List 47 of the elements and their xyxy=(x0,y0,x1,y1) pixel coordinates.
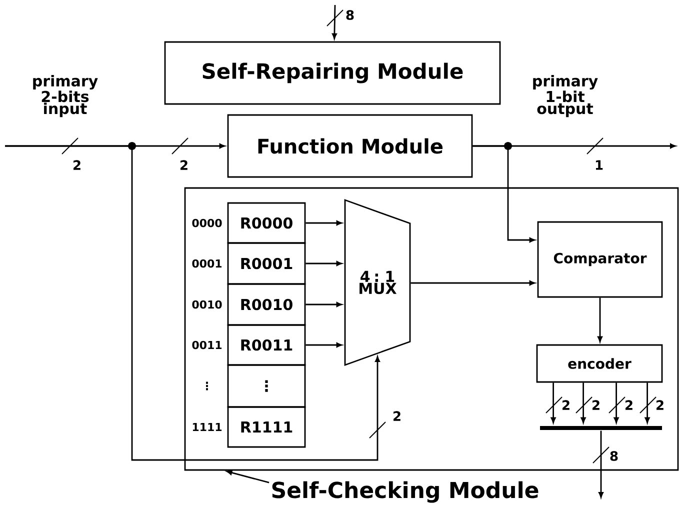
encoder-box: encoder xyxy=(536,344,663,383)
register-cell: R0010 xyxy=(227,283,306,326)
multiplexer: 4 : 1 MUX xyxy=(344,199,411,366)
register-cell: R1111 xyxy=(227,406,306,448)
arrow xyxy=(332,5,337,40)
bus-width-label: 8 xyxy=(610,451,618,461)
arrow xyxy=(580,382,586,424)
bus-bar xyxy=(540,426,662,430)
bus-width-label: 2 xyxy=(626,400,632,410)
address-label: ⋮ xyxy=(206,382,208,390)
arrow xyxy=(644,382,650,424)
bus-width-label: 8 xyxy=(346,10,354,20)
address-label: 0010 xyxy=(192,300,222,309)
register-cell: R0001 xyxy=(227,242,306,285)
register-cell: R0000 xyxy=(227,202,306,244)
bus-width-label: 2 xyxy=(656,400,664,410)
arrow xyxy=(5,145,380,461)
arrow xyxy=(306,261,342,266)
address-label: 1111 xyxy=(192,423,222,432)
signal-label: primary 1-bit output xyxy=(533,74,598,118)
comparator-box: Comparator xyxy=(537,221,663,298)
bus-width-label: 2 xyxy=(180,160,188,170)
arrow xyxy=(410,280,536,286)
arrow xyxy=(472,145,536,242)
bus-width-label: 2 xyxy=(592,400,600,410)
bus-width-label: 2 xyxy=(394,411,400,421)
signal-label: primary 2-bits input xyxy=(33,74,98,118)
bus-width-label: 2 xyxy=(562,400,570,410)
leader-line xyxy=(226,470,270,484)
arrow xyxy=(550,382,556,424)
arrow xyxy=(306,342,342,348)
address-label: 0011 xyxy=(192,340,222,350)
arrow xyxy=(306,220,342,226)
bus-width-label: 2 xyxy=(74,160,80,170)
module-box: Self-Repairing Module xyxy=(164,41,501,105)
register-cell: R0011 xyxy=(227,324,306,366)
arrow xyxy=(614,382,619,424)
address-label: 0000 xyxy=(192,218,222,228)
module-box: Function Module xyxy=(227,114,473,178)
module-frame xyxy=(184,187,679,471)
arrow xyxy=(306,302,342,307)
arrow xyxy=(598,298,602,342)
register-cell: ⋮ xyxy=(227,364,306,408)
address-label: 0001 xyxy=(192,259,222,268)
module-title: Self-Checking Module xyxy=(272,481,538,503)
arrow xyxy=(598,430,604,498)
bus-width-label: 1 xyxy=(596,160,603,170)
